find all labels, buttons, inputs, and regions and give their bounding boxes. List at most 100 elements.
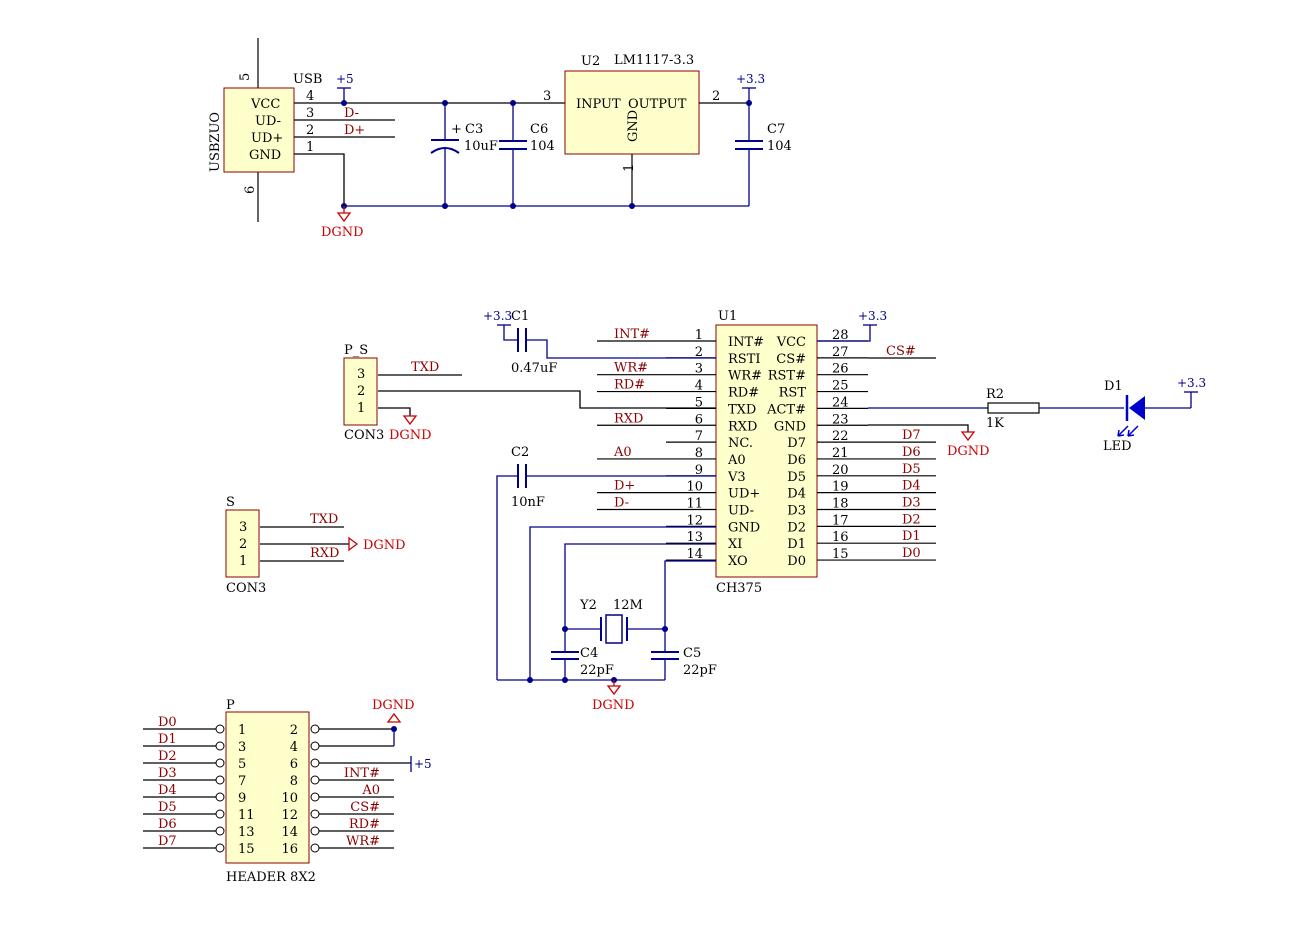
ch375-pin-name: D6 <box>787 453 806 468</box>
net-label-dminus: D- <box>344 106 359 121</box>
ground-icon <box>348 536 359 552</box>
usb-gnd-wire <box>294 153 345 206</box>
ch375-pin-number: 7 <box>695 429 703 444</box>
ch375-pin-number: 5 <box>695 395 703 410</box>
usb-designator: USBZUO <box>208 112 223 172</box>
pin-socket-icon <box>310 809 320 819</box>
ch375-body <box>715 324 818 578</box>
header-8x2: P HEADER 8X2 1D03D15D27D39D411D513D615D7… <box>143 698 432 885</box>
header-pin-number: 15 <box>238 842 255 857</box>
pin-socket-icon <box>215 809 225 819</box>
usb-connector-body <box>223 87 295 173</box>
ch375-pin-number: 14 <box>686 547 703 562</box>
ch375-pin-name: WR# <box>728 369 762 384</box>
u2-pin-3: 3 <box>543 89 551 104</box>
pin-socket-icon <box>310 792 320 802</box>
p-s-connector: P_S CON3 3 2 1 TXD DGND <box>343 343 462 443</box>
xo-wire <box>664 560 716 629</box>
header-pin-number: 2 <box>290 723 298 738</box>
ch375-gnd23-label: DGND <box>947 444 990 459</box>
header-pin-number: 1 <box>238 723 246 738</box>
pin-socket-icon <box>215 792 225 802</box>
c1-ref: C1 <box>511 309 529 324</box>
header-net-label: D0 <box>158 715 177 730</box>
header-pin-number: 4 <box>290 740 298 755</box>
p-s-txd-label: TXD <box>411 360 439 375</box>
ground-icon <box>336 212 352 223</box>
ch375-pin-name: D5 <box>787 470 806 485</box>
header-net-label: D7 <box>158 834 177 849</box>
ground-icon <box>606 685 622 696</box>
ch375-pin-name: GND <box>774 419 806 434</box>
ch375-pin-name: RST# <box>768 369 806 384</box>
r2-value: 1K <box>986 416 1004 431</box>
pin-socket-icon <box>215 775 225 785</box>
ch375-pin-number: 13 <box>686 530 703 545</box>
header-plus5-label: +5 <box>414 757 432 771</box>
ch375-pin-number: 1 <box>695 328 703 343</box>
s-connector: S CON3 3 2 1 TXD DGND RXD <box>225 495 406 596</box>
usb-pin-gnd: GND <box>249 148 281 163</box>
ch375-gnd12-wire <box>529 526 716 680</box>
header-designator: P <box>226 698 235 713</box>
p-s-body <box>343 357 378 426</box>
ch375-vcc-label: +3.3 <box>858 309 887 323</box>
c2-left-wire <box>496 475 518 680</box>
ch375-pin-name: D0 <box>787 554 806 569</box>
header-net-label: RD# <box>349 817 380 832</box>
c7-value: 104 <box>767 139 792 154</box>
pin-socket-icon <box>310 843 320 853</box>
ch375-net-label: D3 <box>902 496 921 511</box>
ch375-pin-number: 2 <box>695 345 703 360</box>
ch375-pin-number: 24 <box>832 395 849 410</box>
header-net-label: D6 <box>158 817 177 832</box>
ch375-pin-name: A0 <box>727 453 746 468</box>
ch375-pin-name: V3 <box>727 470 746 485</box>
ch375-net-label: D4 <box>902 479 921 494</box>
c2-ref: C2 <box>511 445 529 460</box>
ch375-net-label: A0 <box>613 445 632 460</box>
u2-body <box>564 70 700 155</box>
pin-socket-icon <box>215 826 225 836</box>
ch375-pin-number: 8 <box>695 446 703 461</box>
ch375-net-label: D5 <box>902 462 921 477</box>
c1-power-label: +3.3 <box>483 309 512 323</box>
header-net-label: D4 <box>158 783 177 798</box>
header-net-label: D1 <box>158 732 177 747</box>
ch375-net-label: D6 <box>902 445 921 460</box>
header-body <box>225 711 310 864</box>
c2-value: 10nF <box>511 495 545 510</box>
ch375-pin-name: INT# <box>728 335 764 350</box>
junction-dot <box>510 100 516 106</box>
header-net-label: D3 <box>158 766 177 781</box>
pin-socket-icon <box>310 826 320 836</box>
led-arrow-icon <box>1117 425 1129 437</box>
ch375-pin-number: 27 <box>832 345 849 360</box>
header-pin-number: 3 <box>238 740 246 755</box>
header-pins: 1D03D15D27D39D411D513D615D72468INT#10A01… <box>143 715 411 857</box>
header-pin-number: 5 <box>238 757 246 772</box>
s-designator: S <box>226 495 235 510</box>
p-s-pin-3: 3 <box>357 367 365 382</box>
net-label-dplus: D+ <box>344 123 365 138</box>
ch375-pin-name: UD+ <box>728 487 760 502</box>
p-s-gnd-wire <box>378 407 411 416</box>
pin-socket-icon <box>215 843 225 853</box>
ch375-net-label: D2 <box>902 512 921 527</box>
ch375-pin-number: 18 <box>832 497 849 512</box>
junction-dot <box>562 677 568 683</box>
header-pin-number: 7 <box>238 774 246 789</box>
header-net-label: WR# <box>346 834 380 849</box>
ch375-pin-name: TXD <box>728 402 756 417</box>
ch375-pin-number: 17 <box>832 513 849 528</box>
power-section: 5 6 USBZUO USB VCC UD- UD+ GND 4 3 2 1 D… <box>208 38 792 240</box>
usb-pin-num-1: 1 <box>306 140 314 155</box>
c3-value: 10uF <box>464 139 498 154</box>
ch375-pin-name: CS# <box>776 352 806 367</box>
ch375-net-label: INT# <box>614 327 650 342</box>
ch375-pin-number: 6 <box>695 412 703 427</box>
s-body <box>225 509 260 578</box>
c6-ref: C6 <box>530 122 548 137</box>
